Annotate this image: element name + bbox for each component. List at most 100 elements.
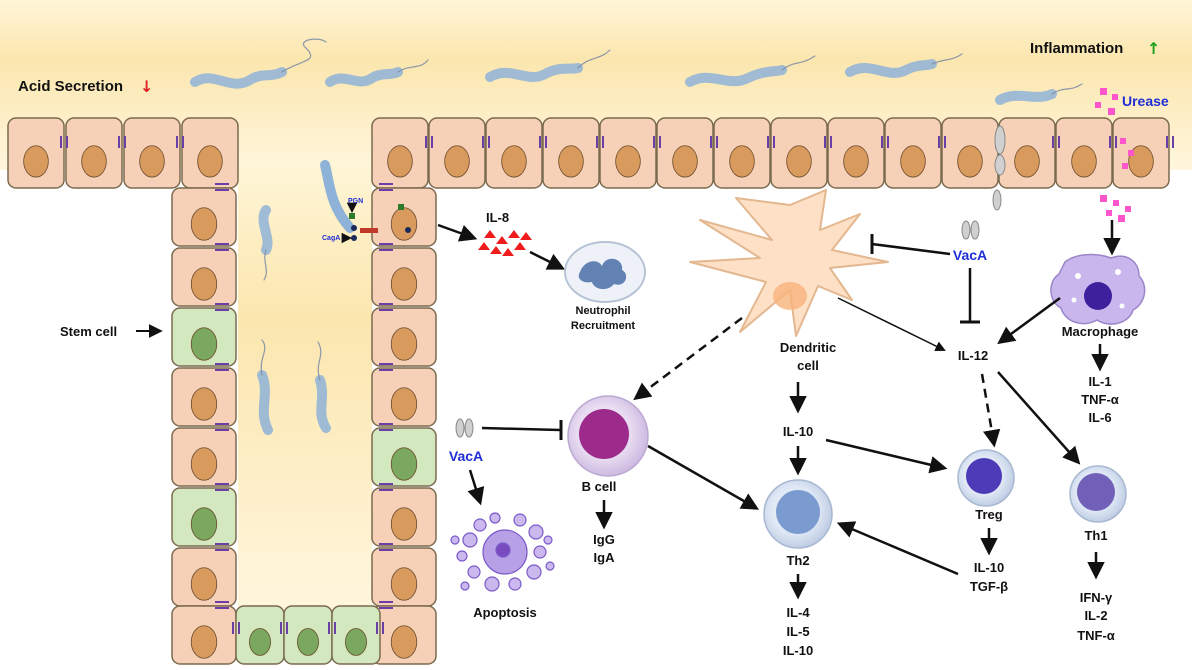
il12-label: IL-12 [958, 348, 988, 363]
dendritic-label-line1: Dendritic [780, 340, 836, 355]
arrow-dc-to-bcell [633, 317, 743, 401]
urease-label: Urease [1122, 93, 1169, 109]
inhibit-vaca-to-bcell [481, 426, 561, 432]
arrow-il8-to-neutrophil [529, 250, 566, 270]
cell-nucleus [390, 267, 418, 301]
cell-nucleus [1014, 145, 1040, 178]
th1-tnfa-label: TNF-α [1077, 628, 1115, 643]
th2-il5-label: IL-5 [786, 624, 809, 639]
macrophage-label: Macrophage [1062, 324, 1139, 339]
pgn-label: PGN [348, 198, 363, 205]
inflammation-label: Inflammation [1030, 40, 1123, 57]
mac-il6-label: IL-6 [1088, 410, 1111, 425]
inflammation-up-arrow-icon: ↑ [1147, 39, 1160, 58]
cell-nucleus [23, 145, 49, 178]
cag-secretion-system [320, 160, 411, 244]
cell-nucleus [81, 145, 107, 178]
cell-nucleus [387, 145, 413, 178]
cell-nucleus [190, 207, 218, 241]
urease-particles [1095, 88, 1134, 222]
cell-nucleus [729, 145, 755, 178]
arrow-il12-to-treg [980, 373, 1001, 448]
vaca-bcell-label: VacA [449, 448, 483, 464]
cell-nucleus [501, 145, 527, 178]
cell-nucleus [390, 507, 418, 541]
il10-dc-label: IL-10 [783, 424, 813, 439]
th1-cell [1069, 465, 1127, 523]
cell-nucleus [190, 387, 218, 421]
cell-nucleus [390, 207, 418, 241]
arrow-il10-to-treg [825, 438, 948, 474]
arrow-vaca-to-apoptosis [467, 469, 485, 506]
cell-nucleus [197, 145, 223, 178]
th1-ifng-label: IFN-γ [1080, 590, 1113, 605]
arrow-cell-to-il8 [437, 223, 478, 242]
iga-label: IgA [594, 550, 616, 565]
cell-nucleus [190, 567, 218, 601]
vaca-dc-label: VacA [953, 247, 987, 263]
cell-nucleus [786, 145, 812, 178]
treg-cell [957, 449, 1015, 507]
stem-cell-nucleus [190, 327, 218, 361]
tight-junctions [60, 136, 1174, 634]
b-cell-label: B cell [582, 479, 617, 494]
stem-cell-nucleus [297, 628, 319, 656]
neutrophil-label-line1: Neutrophil [576, 305, 631, 317]
acid-down-arrow-icon: ↓ [140, 77, 153, 96]
th1-label: Th1 [1084, 528, 1107, 543]
treg-label: Treg [975, 507, 1003, 522]
macrophage [1050, 253, 1146, 325]
stem-cell-nucleus [390, 447, 418, 481]
cell-nucleus [444, 145, 470, 178]
arrow-dc-to-il12 [837, 297, 946, 352]
cell-nucleus [139, 145, 165, 178]
acid-secretion-label: Acid Secretion [18, 78, 123, 95]
cell-nucleus [900, 145, 926, 178]
cell-nucleus [390, 327, 418, 361]
gastric-pit [238, 160, 372, 610]
cell-nucleus [672, 145, 698, 178]
il8-particles [478, 230, 532, 256]
caga-label: CagA [322, 235, 340, 242]
il8-label: IL-8 [486, 210, 509, 225]
arrow-treg-to-th2 [836, 521, 959, 576]
cell-nucleus [390, 387, 418, 421]
cell-nucleus [190, 625, 218, 659]
stem-cell-nucleus [345, 628, 367, 656]
arrow-macrophage-to-il12 [997, 296, 1061, 345]
mac-il1-label: IL-1 [1088, 374, 1111, 389]
th2-il10-label: IL-10 [783, 643, 813, 658]
mac-tnfa-label: TNF-α [1081, 392, 1119, 407]
arrow-bcell-to-th2 [647, 444, 760, 510]
treg-il10-label: IL-10 [974, 560, 1004, 575]
b-cell [567, 395, 649, 477]
th2-il4-label: IL-4 [786, 605, 810, 620]
th2-cell [763, 479, 833, 549]
th2-label: Th2 [786, 553, 809, 568]
treg-tgfb-label: TGF-β [970, 579, 1008, 594]
vaca-toxin-bcell [455, 418, 474, 438]
vaca-toxin-dc [961, 220, 980, 240]
apoptosis-label: Apoptosis [473, 605, 537, 620]
cell-nucleus [190, 447, 218, 481]
arrow-il12-to-th1 [997, 371, 1081, 465]
h-pylori-bacteria [190, 38, 1083, 435]
neutrophil-label-line2: Recruitment [571, 320, 636, 332]
dendritic-cell [689, 189, 889, 337]
stem-cell-label: Stem cell [60, 324, 117, 339]
stem-cell-nucleus [249, 628, 271, 656]
surface-epithelium [7, 117, 1170, 189]
cell-nucleus [1128, 145, 1154, 178]
vaca-pore-surface [992, 125, 1006, 211]
cell-nucleus [843, 145, 869, 178]
cell-nucleus [957, 145, 983, 178]
pit-epithelium [171, 187, 437, 665]
th1-il2-label: IL-2 [1084, 608, 1107, 623]
stem-cell-nucleus [190, 507, 218, 541]
cell-nucleus [558, 145, 584, 178]
cell-nucleus [615, 145, 641, 178]
neutrophil [564, 241, 646, 303]
inhibit-vaca-to-dc [871, 242, 951, 256]
cell-nucleus [390, 625, 418, 659]
